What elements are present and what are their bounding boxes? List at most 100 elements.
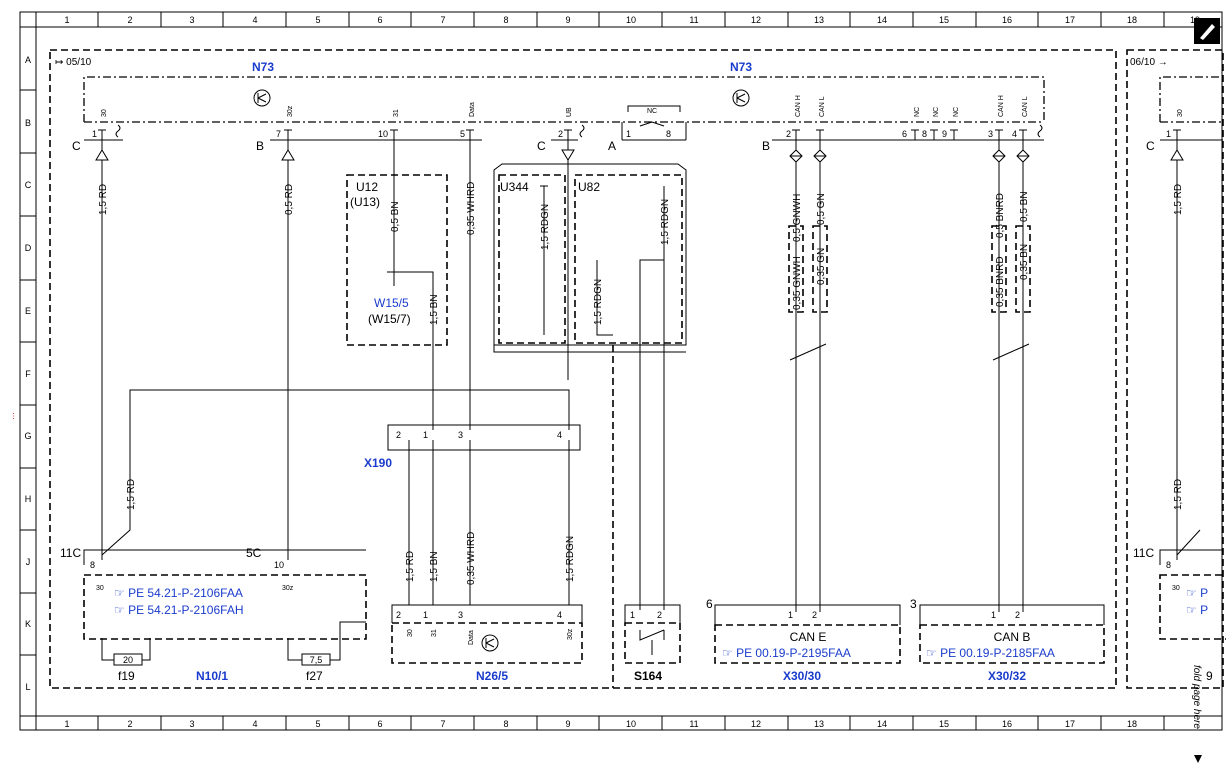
pin-number: 1 [423,430,428,440]
fuse-f19 [113,653,143,666]
grid-col: 2 [127,15,132,25]
pin-number: 8 [90,560,95,570]
n73-transistor-icon [732,89,750,107]
wire-label: 0,5 BN [1019,191,1030,222]
wire-label: 1,5 RDGN [565,536,576,582]
wire-label: 0,5 BNRD [995,193,1006,238]
grid-col: 11 [689,15,698,25]
ref-link[interactable]: ☞ PE 00.19-P-2195FAA [722,646,851,660]
page-ref-left: ↦ 05/10 [55,57,92,68]
pin-number: 8 [1166,560,1171,570]
terminal-label: NC [933,107,940,117]
can-e-label: CAN E [790,630,827,644]
terminal-label: NC [647,108,657,115]
connector-label: 11C [60,546,81,560]
connector-label: B [256,139,264,153]
ref-link[interactable]: ☞ P [1186,586,1208,600]
grid-col: 7 [440,15,445,25]
grid-row: K [25,619,31,629]
grid-col: 16 [1002,15,1012,25]
n26-5-module [391,622,583,664]
grid-col: 5 [315,719,320,729]
s164-switch[interactable] [624,622,681,664]
grid-col: 14 [877,15,887,25]
fuse-label: 9 [1206,669,1213,683]
grid-col: 7 [440,719,445,729]
pin-number: 8 [922,129,927,139]
wire-label: 0,5 RD [284,184,295,215]
grid-col: 4 [252,719,257,729]
terminal-label: 30 [96,585,104,592]
grid-col: 8 [503,15,508,25]
ref-link[interactable]: ☞ PE 54.21-P-2106FAH [114,603,244,617]
n10-1-label: N10/1 [196,669,228,683]
fuse-f27 [301,653,331,666]
terminal-label: 30z [567,628,574,640]
pin-number: 2 [812,610,817,620]
page-ref-right: 06/10 → [1130,57,1168,68]
wire-label: 0,35 GNWH [792,256,803,310]
pin-number: 2 [396,430,401,440]
ref-link[interactable]: ☞ PE 00.19-P-2185FAA [926,646,1055,660]
w15-5-label: W15/5 [374,296,409,310]
s164-label: S164 [634,669,662,683]
pin-number: 9 [942,129,947,139]
grid-col: 9 [565,719,570,729]
connector-label: 5C [246,546,262,560]
pin-number: 1 [423,610,428,620]
connector-label: 6 [706,597,713,611]
terminal-label: 30 [101,109,108,117]
x30-30-module [714,624,901,664]
terminal-label: NC [953,107,960,117]
grid-col: 17 [1065,719,1075,729]
grid-col: 1 [64,719,69,729]
n26-transistor-icon [481,634,499,652]
terminal-label: Data [468,630,475,645]
grid-col: 2 [127,719,132,729]
grid-row: B [25,118,31,128]
n73-transistor-icon [253,89,271,107]
x30-32-module [919,624,1105,664]
x30-30-label: X30/30 [783,669,821,683]
terminal-label: UB [566,107,573,117]
grid-row: E [25,306,31,316]
grid-col: 17 [1065,15,1075,25]
terminal-label: 31 [393,109,400,117]
x190-label: X190 [364,456,392,470]
grid-col: 1 [64,15,69,25]
grid-col: 14 [877,719,887,729]
fuse-value: 20 [123,655,133,665]
wire-label: 1,5 RD [126,479,137,510]
grid-col: 10 [626,15,636,25]
grid-col: 15 [939,719,949,729]
grid-col: 13 [814,719,824,729]
pin-number: 1 [1166,129,1171,139]
wire-label: 1,5 BN [429,551,440,582]
wire-label: 0,5 GN [816,193,827,225]
u12-label: U12 [356,180,378,194]
terminal-label: CAN L [819,96,826,117]
wire-label: 0,35 WHRD [466,532,477,585]
ref-link[interactable]: ☞ PE 54.21-P-2106FAA [114,586,243,600]
pin-number: 4 [557,430,562,440]
grid-row: H [25,494,32,504]
pin-number: 2 [558,129,563,139]
terminal-label: CAN L [1022,96,1029,117]
wire-label: 1,5 BN [429,294,440,325]
wire-label: 0,5 GNWH [792,194,803,242]
grid-col: 18 [1127,15,1137,25]
grid-row: J [26,557,31,567]
connector-label: 3 [910,597,917,611]
u13-label: (U13) [350,195,380,209]
grid-col: 3 [189,719,194,729]
n73-center-label: N73 [730,60,752,74]
pin-number: 2 [786,129,791,139]
ref-link[interactable]: ☞ P [1186,603,1208,617]
grid-col: 3 [189,15,194,25]
wire-label: 0,35 BN [1019,244,1030,280]
terminal-label: NC [914,107,921,117]
margin-note: … [7,412,16,420]
grid-row: A [25,55,31,65]
grid-col: 16 [1002,719,1012,729]
